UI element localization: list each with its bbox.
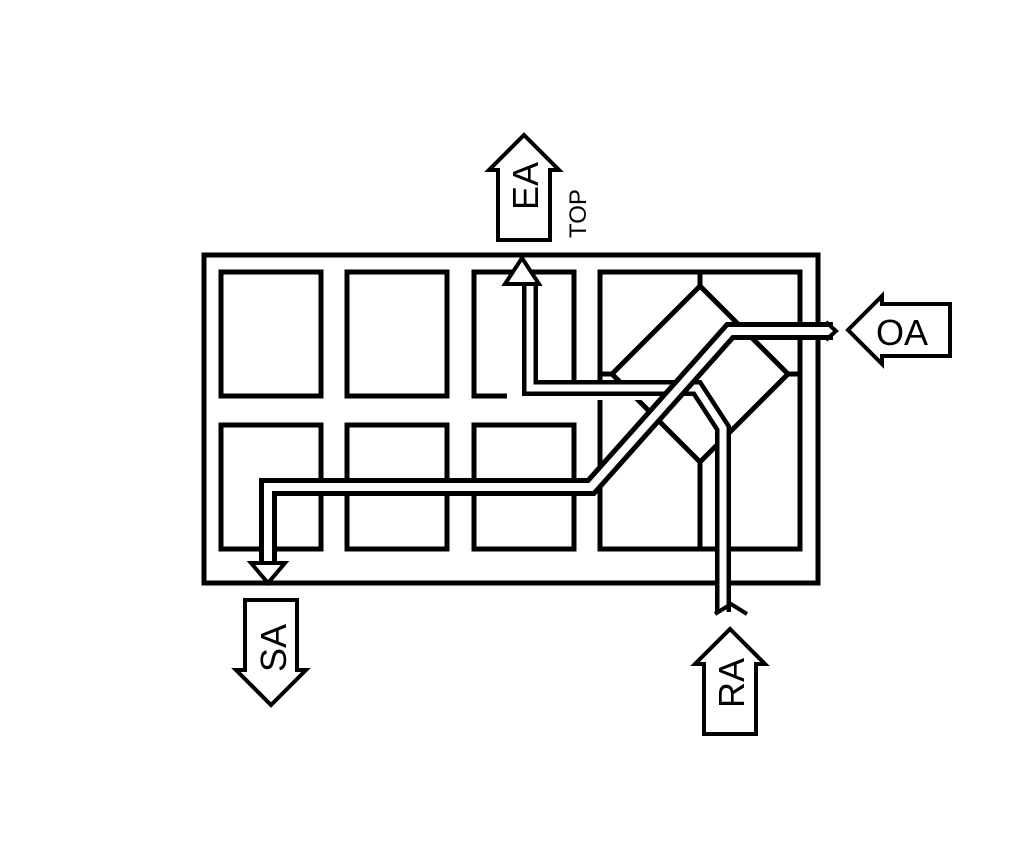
outside-air-arrow: OA <box>845 291 952 369</box>
ea-arrow-shape <box>484 132 564 242</box>
supply-arrowhead <box>246 561 290 587</box>
exhaust-air-arrow: EA TOP <box>484 132 592 242</box>
return-air-arrow: RA <box>690 626 770 736</box>
outside-duct-notch <box>824 320 839 342</box>
exhaust-arrowhead <box>501 254 543 286</box>
sa-arrow-shape <box>231 598 311 708</box>
ea-top-label: TOP <box>565 189 592 238</box>
module-cell <box>344 269 450 399</box>
supply-air-arrow: SA <box>231 598 311 708</box>
ea-label: EA <box>505 162 546 210</box>
return-duct-notch <box>713 601 749 616</box>
oa-arrow-shape <box>845 291 952 369</box>
ra-label: RA <box>711 658 752 708</box>
exhaust-air-path-core <box>526 284 727 612</box>
heat-exchanger-core <box>600 272 800 549</box>
supply-air-path-core <box>264 327 833 565</box>
oa-label: OA <box>876 312 928 353</box>
ra-arrow-shape <box>690 626 770 736</box>
sa-label: SA <box>253 624 294 672</box>
module-cell <box>218 269 324 399</box>
